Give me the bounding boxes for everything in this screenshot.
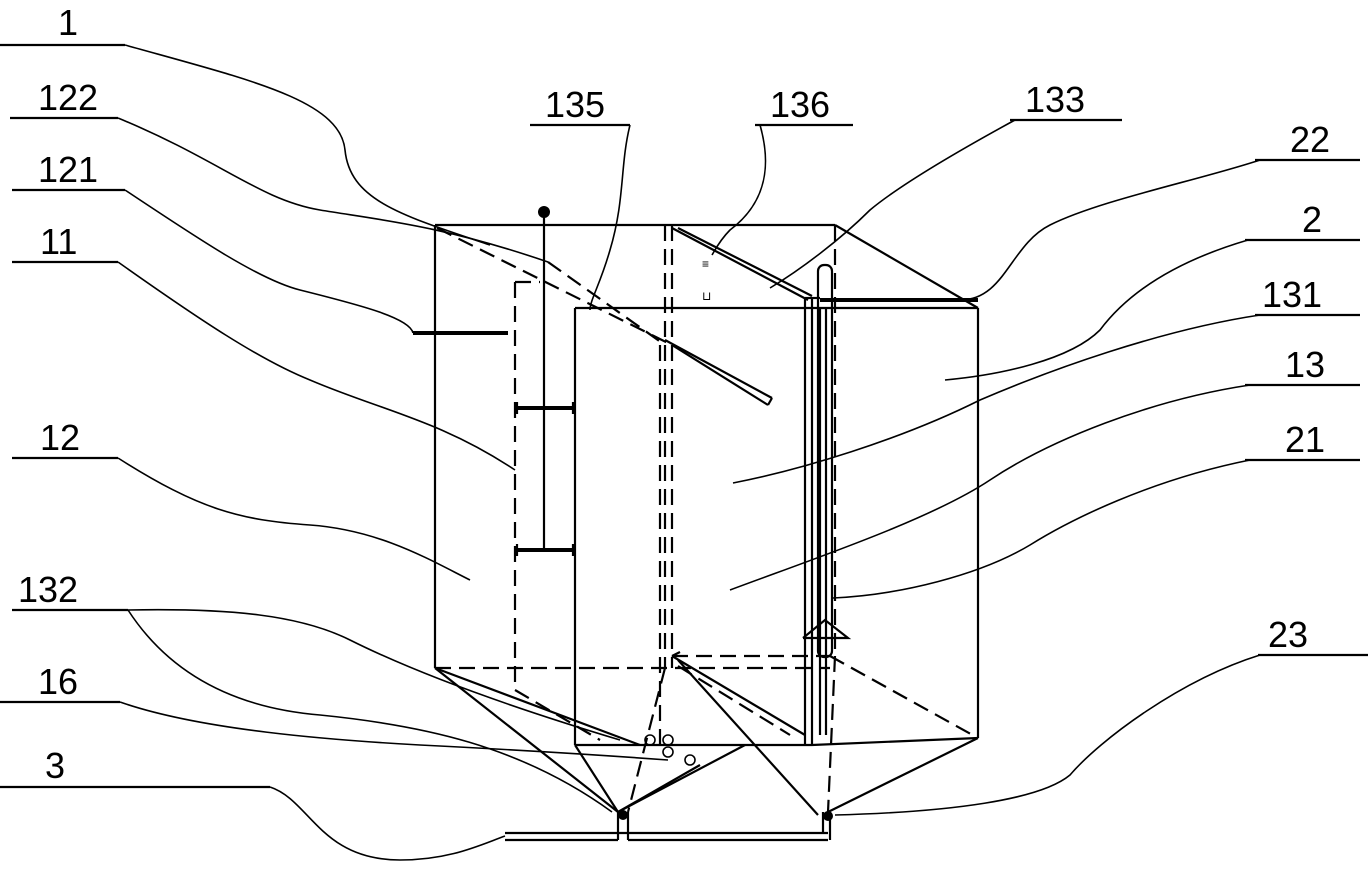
inclined-plate: ≡ ⊔: [436, 227, 813, 406]
label-135: 135: [545, 84, 605, 125]
stirrer: [413, 206, 575, 556]
bottom-pipe-3: [505, 810, 833, 842]
label-122: 122: [38, 77, 98, 118]
valve-16: [644, 734, 696, 766]
label-131: 131: [1262, 274, 1322, 315]
leader-lines: [0, 43, 1368, 861]
label-13: 13: [1285, 344, 1325, 385]
label-121: 121: [38, 149, 98, 190]
tank-1: [433, 223, 980, 813]
label-132: 132: [18, 569, 78, 610]
svg-text:≡: ≡: [702, 257, 709, 271]
label-136: 136: [770, 84, 830, 125]
label-16: 16: [38, 661, 78, 702]
svg-text:⊔: ⊔: [702, 289, 711, 303]
callout-labels: 1 122 121 11 12 132 16 3 135 136 133 22 …: [18, 2, 1330, 786]
bottom-sloped-plates: [434, 651, 819, 816]
label-21: 21: [1285, 419, 1325, 460]
label-3: 3: [45, 745, 65, 786]
right-tank-2: [802, 263, 978, 745]
label-12: 12: [40, 417, 80, 458]
label-11: 11: [40, 221, 77, 262]
label-2: 2: [1302, 199, 1322, 240]
label-1: 1: [58, 2, 78, 43]
label-133: 133: [1025, 79, 1085, 120]
inner-chamber-11: [513, 280, 601, 741]
label-23: 23: [1268, 614, 1308, 655]
hidden-edges: [435, 225, 979, 813]
label-22: 22: [1290, 119, 1330, 160]
